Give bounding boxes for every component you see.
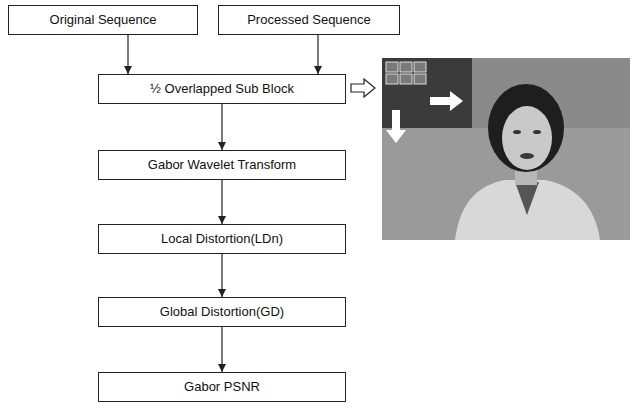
box-label: Local Distortion(LDn) xyxy=(161,231,283,247)
flow-arrow xyxy=(221,104,222,150)
hollow-arrow xyxy=(351,79,375,97)
process-box: Original Sequence xyxy=(8,5,198,35)
box-label: Processed Sequence xyxy=(247,12,371,28)
video-frame xyxy=(382,58,630,240)
flow-arrow xyxy=(221,180,222,224)
flow-arrow xyxy=(221,254,222,297)
box-label: Gabor PSNR xyxy=(184,379,260,395)
flow-arrow xyxy=(317,35,318,74)
flow-arrow xyxy=(221,327,222,372)
process-box: Local Distortion(LDn) xyxy=(98,224,346,254)
process-box: Processed Sequence xyxy=(218,5,400,35)
box-label: Global Distortion(GD) xyxy=(160,304,284,320)
process-box: Gabor Wavelet Transform xyxy=(98,150,346,180)
box-label: Gabor Wavelet Transform xyxy=(148,157,296,173)
box-label: ½ Overlapped Sub Block xyxy=(150,81,294,97)
process-box: Gabor PSNR xyxy=(98,372,346,402)
process-box: Global Distortion(GD) xyxy=(98,297,346,327)
process-box: ½ Overlapped Sub Block xyxy=(98,74,346,104)
box-label: Original Sequence xyxy=(50,12,157,28)
flow-arrow xyxy=(127,35,128,74)
